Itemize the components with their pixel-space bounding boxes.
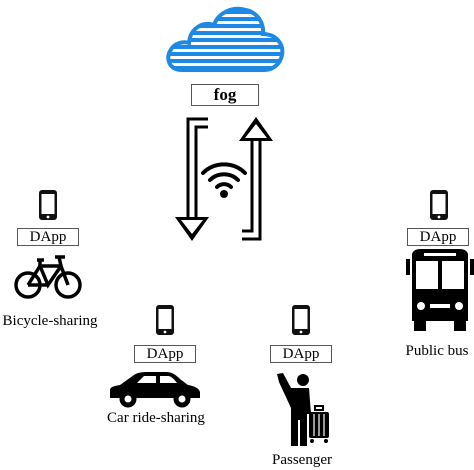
dapp-label-bus: DApp bbox=[407, 228, 469, 246]
phone-icon bbox=[292, 305, 310, 335]
caption-bicycle: Bicycle-sharing bbox=[2, 313, 98, 329]
bus-icon bbox=[406, 249, 474, 331]
phone-icon bbox=[156, 305, 174, 335]
caption-passenger: Passenger bbox=[272, 452, 332, 468]
car-icon bbox=[110, 372, 200, 408]
phone-icon bbox=[430, 190, 448, 220]
phone-icon bbox=[39, 190, 57, 220]
sync-arrows-wifi-icon bbox=[175, 117, 273, 241]
cloud-icon bbox=[166, 6, 285, 72]
caption-bus: Public bus bbox=[405, 343, 469, 359]
dapp-label-bicycle: DApp bbox=[17, 228, 79, 246]
caption-car: Car ride-sharing bbox=[107, 410, 205, 426]
fog-label: fog bbox=[191, 84, 259, 106]
bicycle-icon bbox=[14, 255, 82, 299]
dapp-label-passenger: DApp bbox=[270, 345, 332, 363]
passenger-icon bbox=[277, 373, 329, 446]
wifi-icon bbox=[201, 162, 247, 189]
dapp-label-car: DApp bbox=[134, 345, 196, 363]
